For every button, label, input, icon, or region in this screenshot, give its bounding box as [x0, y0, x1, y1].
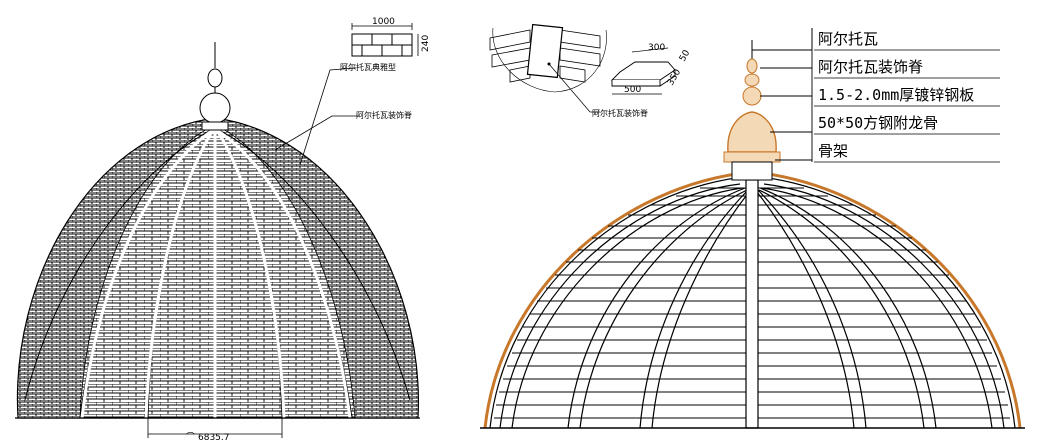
right-dome-finial: [723, 40, 781, 181]
legend-leaders: [752, 28, 813, 162]
right-dome-section: [480, 28, 1025, 429]
ridge-leader: [274, 115, 358, 151]
legend-item-5: 骨架: [818, 142, 848, 160]
legend-item-3: 1.5-2.0mm厚镀锌钢板: [818, 86, 974, 104]
ridge-cap: [526, 23, 564, 79]
left-dome-ridge-highlights: [80, 128, 352, 418]
tile-leader: [299, 67, 357, 166]
ridge-profile-sheet: [610, 61, 676, 87]
legend-item-4: 50*50方钢附龙骨: [818, 114, 938, 132]
right-dome-ribs: [499, 183, 1005, 429]
ridge-detail-sketch: 阿尔托瓦装饰脊 300 50 350 500: [489, 23, 693, 118]
dim-500: 500: [624, 85, 641, 95]
dim-300: 300: [648, 43, 665, 53]
base-arc-label: 6835.7: [198, 433, 230, 443]
tile-width-label: 1000: [372, 17, 395, 27]
tile-detail: 1000 240: [351, 17, 431, 57]
right-dome-center-post: [745, 179, 759, 429]
ridge-label: 阿尔托瓦装饰脊: [356, 110, 412, 120]
svg-text:⌒: ⌒: [186, 432, 195, 443]
base-dimension: ⌒ 6835.7: [147, 418, 283, 443]
tile-type-label: 阿尔托瓦典雅型: [340, 62, 396, 72]
left-dome-elevation: 1000 240 阿尔托瓦典雅型 阿尔托瓦装饰脊 ⌒ 6835.7: [15, 17, 431, 443]
tile-height-label: 240: [421, 35, 431, 52]
ridge-detail-label: 阿尔托瓦装饰脊: [592, 108, 648, 118]
legend-item-1: 阿尔托瓦: [818, 30, 878, 48]
legend: 阿尔托瓦 阿尔托瓦装饰脊 1.5-2.0mm厚镀锌钢板 50*50方钢附龙骨 骨…: [814, 30, 1000, 163]
legend-item-2: 阿尔托瓦装饰脊: [818, 58, 923, 76]
dim-50: 50: [678, 48, 693, 63]
left-dome-finial: [199, 42, 231, 131]
